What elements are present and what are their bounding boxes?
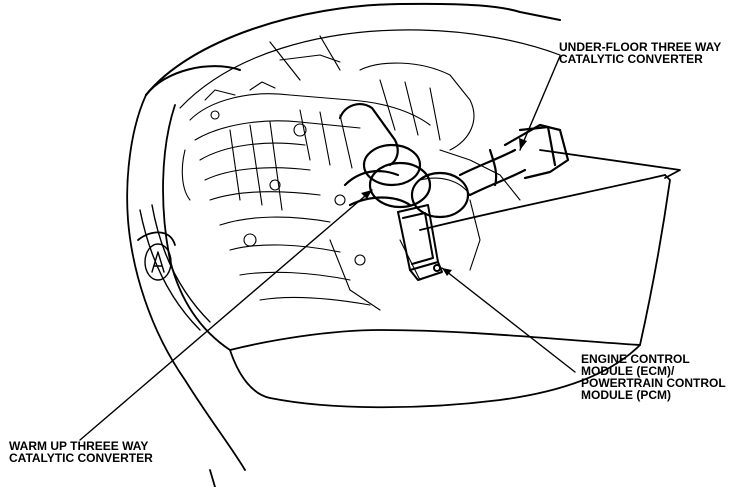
front-grille [139,204,211,331]
car-body [126,94,681,487]
label-warmup-line1: WARM UP THREEE WAY [9,439,149,453]
leader-underfloor [519,55,561,151]
arrow-ecm [442,268,452,276]
label-ecm-line3: POWERTRAIN CONTROL [581,376,726,390]
label-underfloor-line2: CATALYTIC CONVERTER [559,52,703,66]
engine-block [181,54,521,311]
leader-arrowheads [361,138,527,276]
arrow-warmup [361,190,372,199]
leader-warmup [79,189,373,441]
label-ecm-line4: MODULE (PCM) [581,388,671,402]
exhaust-system [338,103,570,219]
label-ecm-line2: MODULE (ECM)/ [581,364,675,378]
ecm-module [397,204,443,281]
leader-ecm [441,267,576,373]
label-underfloor-line1: UNDER-FLOOR THREE WAY [559,40,722,54]
leader-lines [79,55,576,441]
label-warmup-catalytic-converter: WARM UP THREEE WAY CATALYTIC CONVERTER [9,440,153,464]
hood-inner-panel [179,29,561,109]
label-warmup-line2: CATALYTIC CONVERTER [9,451,153,465]
label-underfloor-catalytic-converter: UNDER-FLOOR THREE WAY CATALYTIC CONVERTE… [559,41,721,65]
hood [145,2,561,96]
label-ecm-pcm: ENGINE CONTROL MODULE (ECM)/ POWERTRAIN … [581,353,726,401]
arrow-underfloor [519,138,527,150]
label-ecm-line1: ENGINE CONTROL [581,352,690,366]
